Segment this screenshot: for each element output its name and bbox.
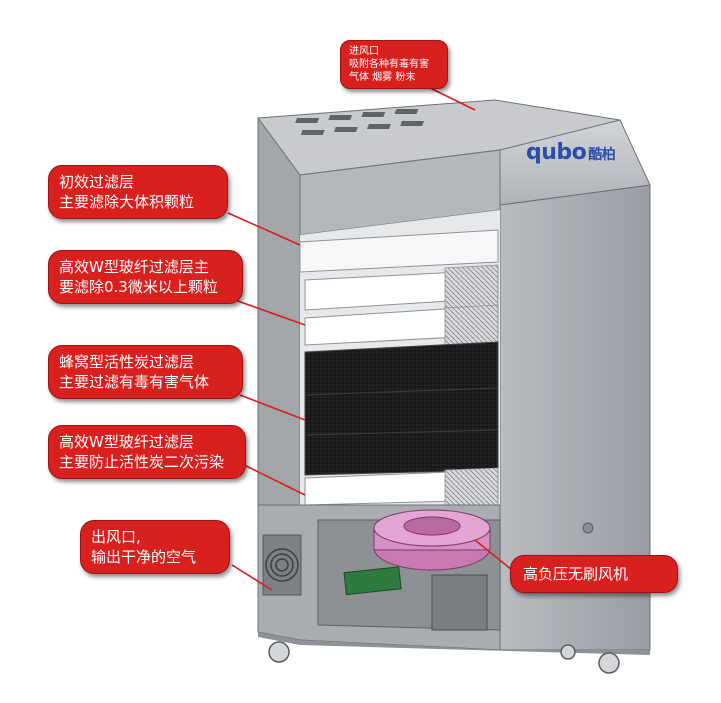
callout-air-outlet: 出风口, 输出干净的空气 [80, 520, 230, 574]
blower-fan [373, 509, 491, 571]
caster-wheels [268, 641, 620, 674]
callout-air-inlet: 进风口 吸附各种有毒有害 气体 烟雾 粉末 [340, 40, 448, 89]
leader-lines [227, 82, 513, 591]
circuit-board [343, 566, 402, 596]
callout-carbon-filter: 蜂窝型活性炭过滤层 主要过滤有毒有害气体 [48, 345, 243, 399]
carbon-filter [304, 341, 499, 476]
outlet-fan-grille [262, 534, 302, 596]
callout-brushless-fan: 高负压无刷风机 [510, 555, 678, 593]
callout-hepa-filter-top: 高效W型玻纤过滤层主 要滤除0.3微米以上颗粒 [48, 250, 243, 304]
callout-primary-filter: 初效过滤层 主要滤除大体积颗粒 [48, 165, 228, 219]
callout-hepa-filter-bottom: 高效W型玻纤过滤层 主要防止活性炭二次污染 [48, 425, 246, 479]
top-vents [295, 109, 424, 135]
fan-motor [431, 574, 488, 631]
primary-filter [299, 229, 499, 273]
